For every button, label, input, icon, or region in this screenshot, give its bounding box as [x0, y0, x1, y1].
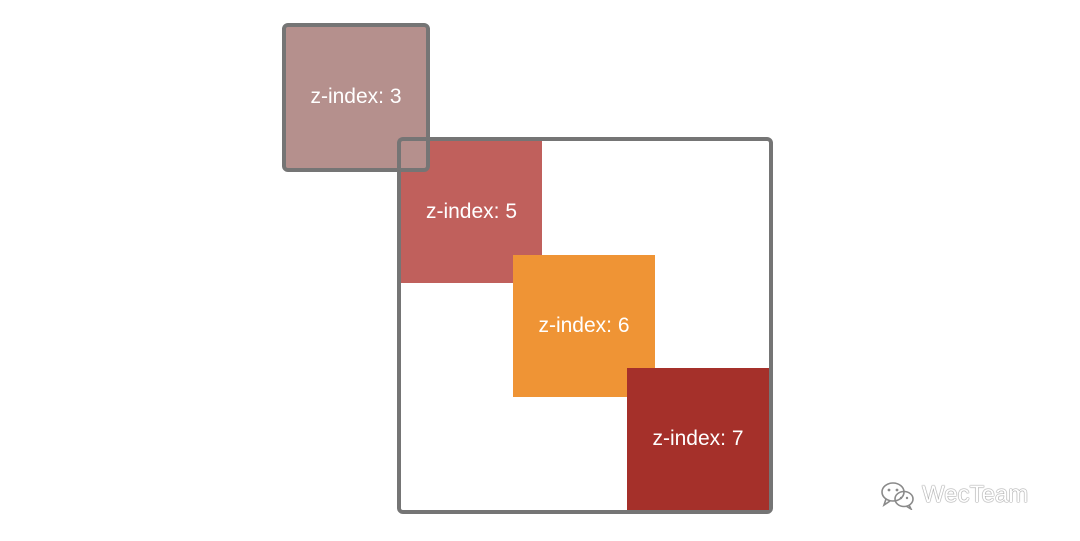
watermark-text: WecTeam	[922, 481, 1029, 508]
box-z-index-5-label: z-index: 5	[425, 200, 518, 223]
box-z-index-3-label: z-index: 3	[310, 84, 402, 108]
box-z-index-7: z-index: 7	[627, 368, 769, 510]
box-z-index-7-label: z-index: 7	[652, 427, 744, 450]
box-z-index-3: z-index: 3	[282, 23, 430, 172]
box-z-index-6-label: z-index: 6	[538, 314, 630, 337]
watermark: WecTeam	[880, 480, 1028, 510]
wechat-icon	[881, 482, 914, 510]
